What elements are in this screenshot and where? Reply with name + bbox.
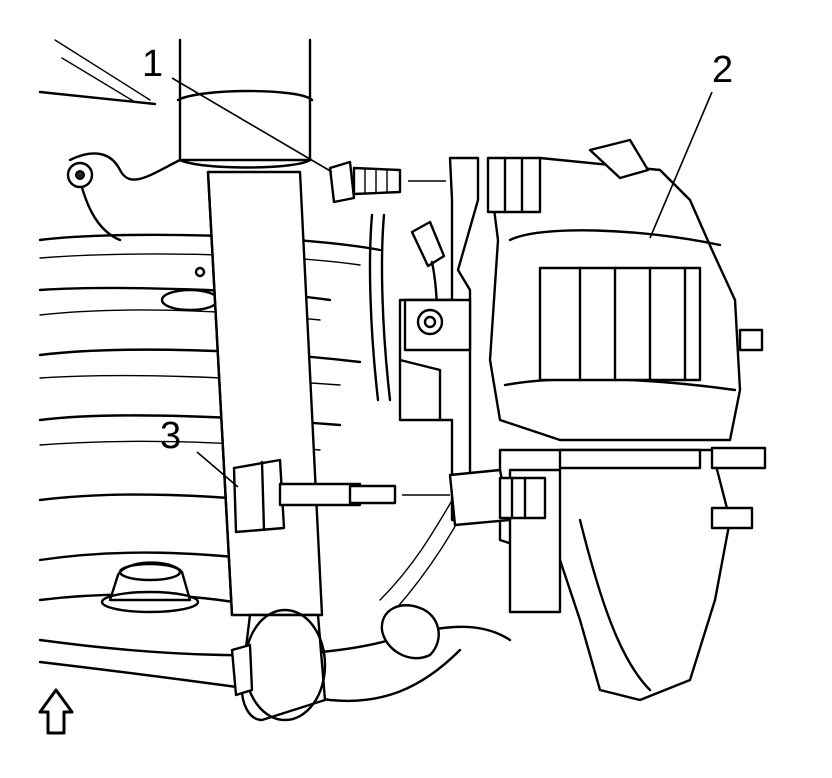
- lower-knuckle-nut: [448, 468, 547, 527]
- spring-seat: [100, 561, 200, 614]
- strut-assembly: [176, 38, 327, 722]
- coil-spring: [38, 233, 382, 607]
- callout-3-leader: [196, 451, 239, 488]
- sensor-wire: [66, 152, 182, 242]
- hatching: [38, 39, 157, 106]
- upper-bolt: [328, 160, 446, 204]
- callout-2-leader: [649, 91, 713, 239]
- up-arrow-icon: [38, 688, 74, 735]
- callout-2-label: 2: [712, 49, 733, 91]
- callout-3-label: 3: [160, 415, 181, 457]
- callout-1-label: 1: [142, 43, 163, 85]
- brake-caliper: [486, 138, 764, 442]
- callout-1-leader: [171, 77, 333, 173]
- lower-bolt: [232, 458, 450, 534]
- steering-knuckle: [398, 156, 480, 522]
